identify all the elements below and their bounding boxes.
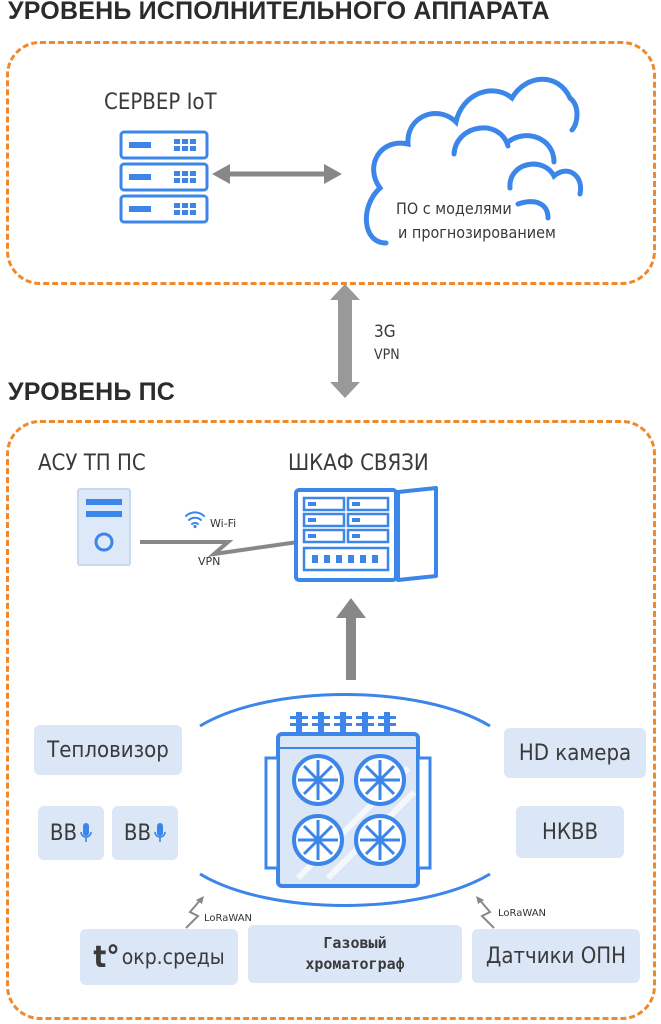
up-arrow xyxy=(336,598,366,680)
chromatograph-line2: хроматограф xyxy=(305,955,405,973)
top-level-title: УРОВЕНЬ ИСПОЛНИТЕЛЬНОГО АППАРАТА xyxy=(8,0,550,25)
cloud-label-line1: ПО с моделями xyxy=(396,199,512,218)
lora-arrow-left xyxy=(185,896,204,929)
top-level-frame xyxy=(6,41,656,285)
ps-level-frame xyxy=(6,420,656,1020)
transformer-arcs xyxy=(199,693,491,907)
transformer-icon xyxy=(264,712,432,888)
microphone-icon xyxy=(154,823,166,842)
microphone-icon xyxy=(80,823,92,842)
chromatograph-chip: Газовый хроматограф xyxy=(248,925,462,983)
chromatograph-line1: Газовый xyxy=(323,934,387,952)
cloud-icon xyxy=(364,76,584,246)
lora-label-left: LoRaWAN xyxy=(204,913,253,924)
asu-label: АСУ ТП ПС xyxy=(38,451,146,476)
vv-chip-2-label: ВВ xyxy=(123,820,152,846)
ps-level-title: УРОВЕНЬ ПС xyxy=(8,378,176,406)
wifi-icon xyxy=(185,511,205,529)
cabinet-label: ШКАФ СВЯЗИ xyxy=(288,451,429,476)
link-arrow xyxy=(330,284,360,398)
lora-label-right: LoRaWAN xyxy=(498,908,547,919)
asu-cabinet-link xyxy=(140,540,299,557)
lora-arrow-right xyxy=(476,896,495,929)
link-label-3g: 3G xyxy=(374,322,396,342)
server-icon xyxy=(119,130,209,224)
thermal-imager-chip: Тепловизор xyxy=(34,725,182,775)
server-label: СЕРВЕР IoT xyxy=(104,90,217,115)
ambient-temp-symbol: t° xyxy=(93,939,120,975)
ambient-temp-chip: t° окр.среды xyxy=(80,929,238,985)
opn-sensors-chip: Датчики ОПН xyxy=(472,929,640,983)
cloud-label-line2: и прогнозированием xyxy=(398,223,556,242)
vv-chip-1-label: ВВ xyxy=(49,820,78,846)
vv-chip-1: ВВ xyxy=(38,806,104,860)
wifi-label: Wi-Fi xyxy=(210,517,237,530)
pc-tower-icon xyxy=(77,488,131,566)
cabinet-icon xyxy=(294,486,438,582)
ambient-temp-label: окр.среды xyxy=(121,945,225,969)
hd-camera-chip: HD камера xyxy=(504,728,646,778)
nkvv-chip: НКВВ xyxy=(516,806,624,858)
server-cloud-arrow xyxy=(212,164,342,184)
vv-chip-2: ВВ xyxy=(112,806,178,860)
vpn-label: VPN xyxy=(198,555,221,568)
link-label-vpn: VPN xyxy=(374,347,400,363)
